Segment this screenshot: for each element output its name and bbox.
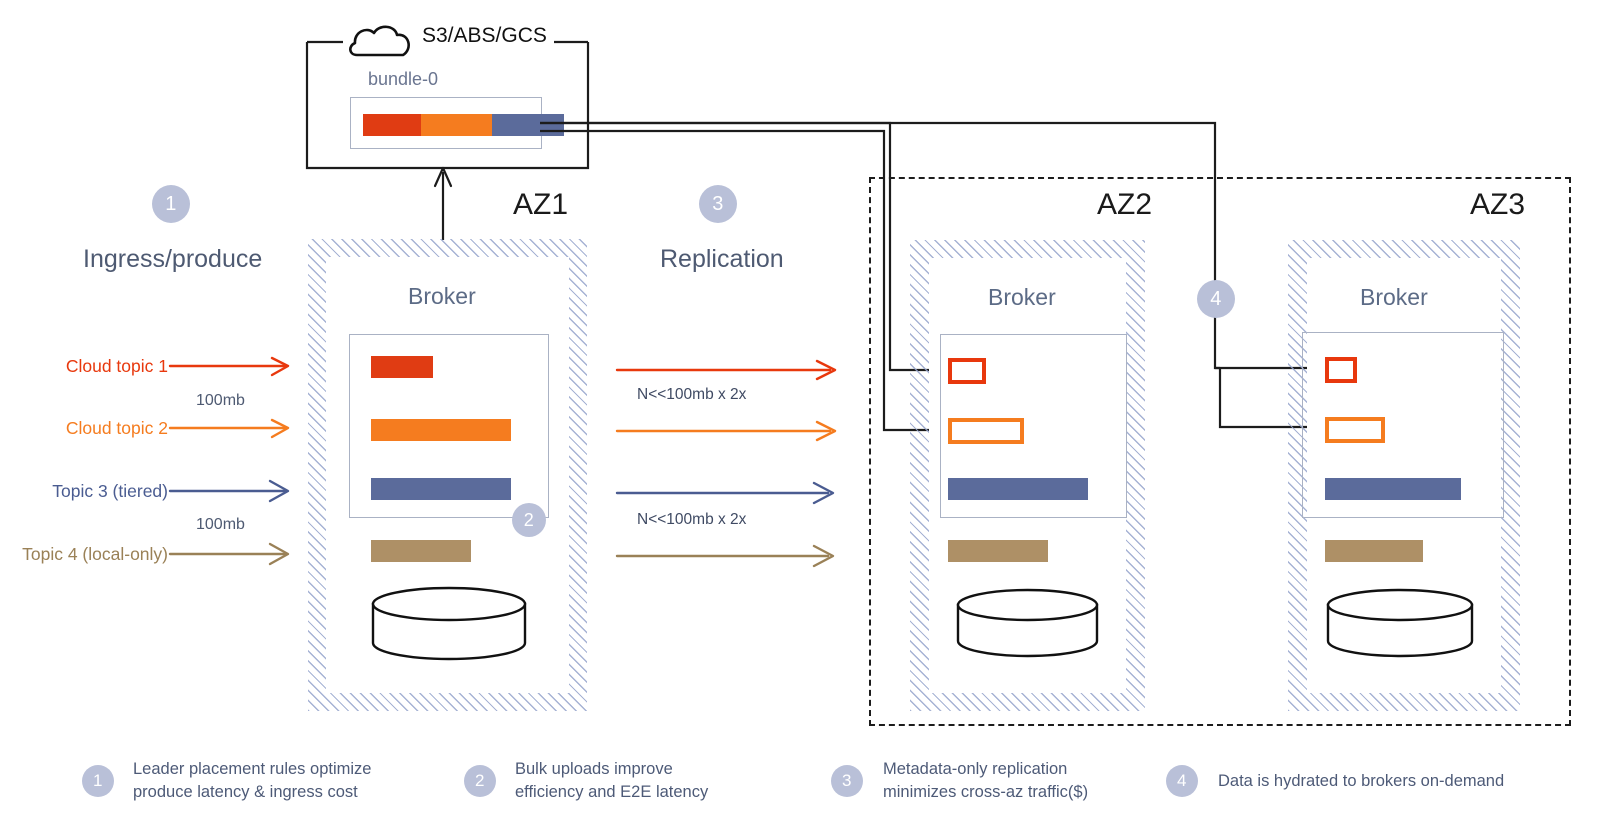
az2-cloud-topic-2-bar (948, 418, 1024, 444)
az2-partition-panel (940, 334, 1127, 518)
az3-cloud-topic-1-bar (1325, 357, 1357, 383)
az3-database-cylinder-icon (1326, 588, 1474, 658)
legend-3-text: Metadata-only replication minimizes cros… (883, 758, 1173, 804)
az1-cloud-topic-2-bar (371, 419, 511, 441)
replication-rate-label-2: N<<100mb x 2x (637, 511, 747, 528)
legend-4-text: Data is hydrated to brokers on-demand (1218, 770, 1578, 793)
az2-label: AZ2 (1097, 188, 1153, 221)
ingress-title: Ingress/produce (83, 245, 263, 273)
legend-2-text: Bulk uploads improve efficiency and E2E … (515, 758, 805, 804)
legend-3-line1: Metadata-only replication (883, 760, 1068, 778)
topic-label-cloud-topic-1: Cloud topic 1 (65, 356, 168, 376)
ingress-rate-label-1: 100mb (196, 392, 245, 409)
az1-topic-3-bar (371, 478, 511, 500)
legend-3-line2: minimizes cross-az traffic($) (883, 782, 1089, 801)
replication-rate-label-1: N<<100mb x 2x (637, 386, 747, 403)
cloud-topic-1-segment (363, 114, 421, 136)
az3-cloud-topic-2-bar (1325, 417, 1385, 443)
az1-database-cylinder-icon (371, 586, 527, 661)
az1-cloud-topic-1-bar (371, 356, 433, 378)
legend-2-line1: Bulk uploads improve (515, 760, 673, 778)
az1-topic-4-bar (371, 540, 471, 562)
az1-label: AZ1 (513, 188, 569, 221)
topic-label-topic-3: Topic 3 (tiered) (52, 481, 168, 501)
step-1-circle: 1 (152, 185, 190, 223)
step-2-circle: 2 (512, 503, 546, 537)
legend-2-circle: 2 (464, 765, 496, 797)
object-store-label: S3/ABS/GCS (422, 24, 547, 47)
topic-label-topic-4: Topic 4 (local-only) (22, 544, 168, 564)
legend-4-line1: Data is hydrated to brokers on-demand (1218, 772, 1505, 790)
cloud-topic-2-segment (421, 114, 492, 136)
step-3-circle: 3 (699, 185, 737, 223)
az1-partition-panel (349, 334, 549, 518)
cloud-icon (349, 25, 410, 57)
az2-topic-4-bar (948, 540, 1048, 562)
legend-1-line1: Leader placement rules optimize (133, 760, 372, 778)
topic-label-cloud-topic-2: Cloud topic 2 (65, 418, 168, 438)
az2-database-cylinder-icon (956, 588, 1099, 658)
az2-topic-3-bar (948, 478, 1088, 500)
legend-3-circle: 3 (831, 765, 863, 797)
legend-2-line2: efficiency and E2E latency (515, 782, 709, 801)
legend-1-line2: produce latency & ingress cost (133, 782, 358, 801)
az2-az3-boundary (869, 177, 1571, 726)
replication-title: Replication (660, 245, 784, 273)
az3-partition-panel (1302, 332, 1504, 518)
az2-cloud-topic-1-bar (948, 358, 986, 384)
az3-broker-label: Broker (1360, 284, 1428, 310)
az2-broker-label: Broker (988, 284, 1056, 310)
legend-1-circle: 1 (82, 765, 114, 797)
az3-label: AZ3 (1470, 188, 1526, 221)
az3-topic-3-bar (1325, 478, 1461, 500)
ingress-rate-label-2: 100mb (196, 516, 245, 533)
az3-topic-4-bar (1325, 540, 1423, 562)
bundle-label: bundle-0 (368, 69, 439, 89)
bundle-segments (363, 114, 564, 136)
legend-1-text: Leader placement rules optimize produce … (133, 758, 433, 804)
az1-broker-label: Broker (408, 283, 476, 309)
legend-4-circle: 4 (1166, 765, 1198, 797)
step-4-circle: 4 (1197, 280, 1235, 318)
